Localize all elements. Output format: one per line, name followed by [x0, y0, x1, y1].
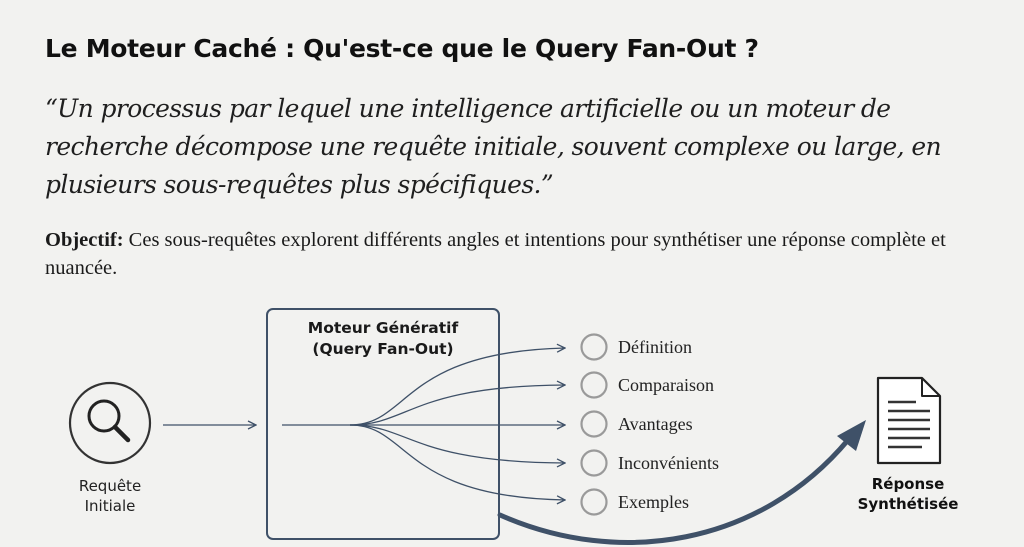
- fan-curve-definition: [349, 348, 565, 426]
- objective-text: Ces sous-requêtes explorent différents a…: [45, 229, 946, 279]
- synthesis-arrow: [497, 420, 866, 545]
- synthesized-response-line1: Réponse: [871, 475, 945, 493]
- branch-circle-inconvenients: [580, 449, 608, 477]
- page-title: Le Moteur Caché : Qu'est-ce que le Query…: [45, 34, 759, 63]
- branch-label-comparaison: Comparaison: [618, 375, 714, 395]
- engine-title: Moteur Génératif (Query Fan-Out): [266, 318, 500, 360]
- branch-label-definition: Définition: [618, 337, 692, 357]
- branch-label-avantages: Avantages: [618, 414, 693, 434]
- branch-label-exemples: Exemples: [618, 492, 689, 512]
- initial-query-line1: Requête: [78, 477, 142, 495]
- branch-circle-definition: [580, 333, 608, 361]
- objective-label: Objectif:: [45, 229, 124, 251]
- branch-label-inconvenients: Inconvénients: [618, 453, 719, 473]
- engine-title-line2: (Query Fan-Out): [312, 340, 454, 358]
- search-icon: [68, 381, 152, 465]
- engine-title-line1: Moteur Génératif: [307, 319, 459, 337]
- initial-query-label: Requête Initiale: [50, 476, 170, 516]
- synthesized-response-line2: Synthétisée: [857, 495, 959, 513]
- definition-quote: “Un processus par lequel une intelligenc…: [45, 94, 942, 199]
- branch-circles: [580, 333, 608, 516]
- initial-query-line2: Initiale: [84, 497, 136, 515]
- document-icon: [876, 376, 942, 465]
- objective-paragraph: Objectif: Ces sous-requêtes explorent di…: [45, 226, 1005, 282]
- fan-out-curves: [349, 348, 565, 500]
- fan-curve-comparaison: [349, 385, 565, 426]
- branch-circle-avantages: [580, 410, 608, 438]
- fan-curve-inconvenients: [349, 424, 565, 463]
- synthesized-response-label: Réponse Synthétisée: [838, 474, 978, 514]
- fan-curve-exemples: [349, 424, 565, 500]
- branch-circle-exemples: [580, 488, 608, 516]
- generative-engine-box: [266, 308, 500, 540]
- branch-circle-comparaison: [580, 371, 608, 399]
